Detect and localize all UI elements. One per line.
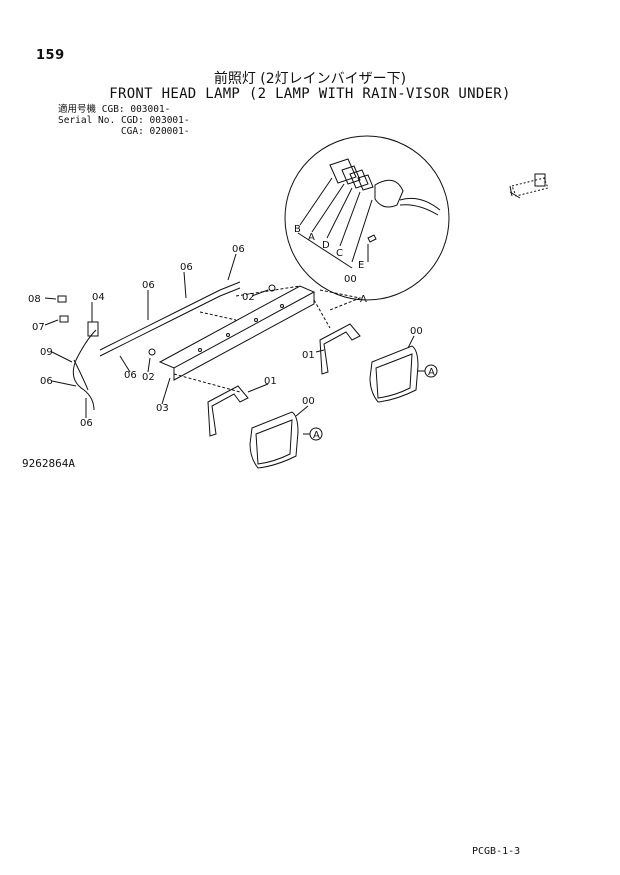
callout-labels: 08 04 07 09 06 06 06 06 06 06 02 02 03 0… — [28, 224, 435, 441]
callout-06c: 06 — [142, 280, 155, 291]
side-sketch — [509, 173, 549, 199]
lamp-bulb-d — [349, 169, 369, 189]
callout-c: C — [336, 248, 343, 259]
wire-harness — [57, 281, 276, 411]
assembly-lines — [173, 285, 331, 393]
bolt-02b — [268, 284, 276, 292]
connector-04 — [87, 321, 99, 337]
callout-04: 04 — [92, 292, 105, 303]
callout-00b: 00 — [302, 396, 315, 407]
callout-a: A — [360, 294, 367, 305]
callout-a-inset: A — [308, 232, 315, 243]
lamp-housing — [374, 179, 404, 208]
callout-01b: 01 — [264, 376, 277, 387]
callout-06e: 06 — [232, 244, 245, 255]
detail-circle — [284, 135, 450, 301]
callout-e: E — [358, 260, 364, 271]
ref-a-label-1: A — [428, 367, 435, 378]
leader-lines — [44, 253, 415, 418]
callout-d: D — [322, 240, 330, 251]
callout-02a: 02 — [142, 372, 155, 383]
lamp-stay-upper — [319, 323, 361, 375]
callout-09: 09 — [40, 347, 53, 358]
screw-e — [367, 234, 377, 243]
callout-07: 07 — [32, 322, 45, 333]
head-lamp-lower — [249, 411, 299, 469]
serial-label-en: Serial No. — [58, 115, 116, 126]
serial-label-jp: 適用号機 — [58, 104, 97, 115]
callout-01a: 01 — [302, 350, 315, 361]
callout-06b: 06 — [80, 418, 93, 429]
figure-code: 9262864A — [22, 457, 75, 470]
callout-06a: 06 — [40, 376, 53, 387]
callout-08: 08 — [28, 294, 41, 305]
page-number: 159 — [36, 48, 65, 63]
lamp-wire — [399, 197, 441, 211]
title-japanese: 前照灯 (2灯レインバイザー下) — [213, 71, 407, 87]
lamp-stay-lower — [207, 385, 249, 437]
serial-cgd: CGD: 003001- — [120, 115, 190, 126]
callout-06d: 06 — [180, 262, 193, 273]
lamp-frame-b — [329, 158, 357, 184]
callout-00a: 00 — [410, 326, 423, 337]
page-code: PCGB-1-3 — [472, 846, 521, 857]
clip-08 — [57, 295, 67, 303]
serial-block: 適用号機 CGB: 003001- Serial No. CGD: 003001… — [58, 104, 190, 137]
callout-02b: 02 — [242, 292, 255, 303]
ref-a-label-2: A — [313, 430, 320, 441]
detail-inset — [284, 135, 450, 311]
bracket-03 — [158, 285, 316, 381]
callout-03: 03 — [156, 403, 169, 414]
callout-b: B — [294, 224, 301, 235]
head-lamp-upper — [369, 345, 419, 403]
callout-00c: 00 — [344, 274, 357, 285]
title-english: FRONT HEAD LAMP (2 LAMP WITH RAIN-VISOR … — [109, 86, 511, 102]
callout-06f: 06 — [124, 370, 137, 381]
serial-cgb: CGB: 003001- — [101, 104, 171, 115]
serial-cga: CGA: 020001- — [120, 126, 190, 137]
lamp-lens-c — [357, 174, 374, 191]
lamp-gasket-a — [341, 165, 361, 185]
lamp-wire-2 — [399, 204, 439, 216]
clip-07 — [59, 315, 69, 323]
bolt-02a — [148, 348, 156, 356]
